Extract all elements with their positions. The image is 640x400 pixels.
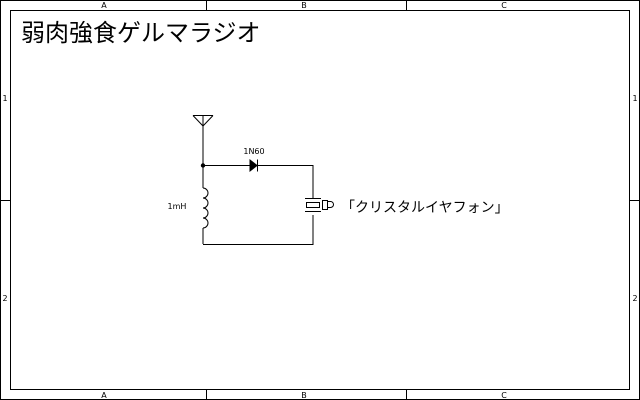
zone-label-left-2: 2: [2, 294, 7, 303]
zone-label-top-c: C: [501, 1, 507, 10]
zone-label-right-1: 1: [632, 94, 637, 103]
diode-label: 1N60: [243, 147, 264, 156]
zone-label-right-2: 2: [632, 294, 637, 303]
inductor-icon: [202, 187, 209, 229]
zone-label-top-a: A: [101, 1, 107, 10]
zone-label-bottom-b: B: [301, 391, 307, 400]
sheet-title: 弱肉強食ゲルマラジオ: [21, 19, 261, 47]
diode-icon: [249, 158, 258, 173]
zone-label-left-1: 1: [2, 94, 7, 103]
zone-label-bottom-c: C: [501, 391, 507, 400]
inductor-label: 1mH: [168, 202, 187, 211]
junction-dot: [200, 163, 206, 168]
antenna-icon: [192, 115, 214, 165]
inner-border: [10, 10, 630, 390]
earphone-label: 「クリスタルイヤフォン」: [341, 200, 509, 216]
zone-label-top-b: B: [301, 1, 307, 10]
earphone-icon: [305, 198, 334, 212]
zone-label-bottom-a: A: [101, 391, 107, 400]
circuit-wires: [202, 165, 314, 245]
